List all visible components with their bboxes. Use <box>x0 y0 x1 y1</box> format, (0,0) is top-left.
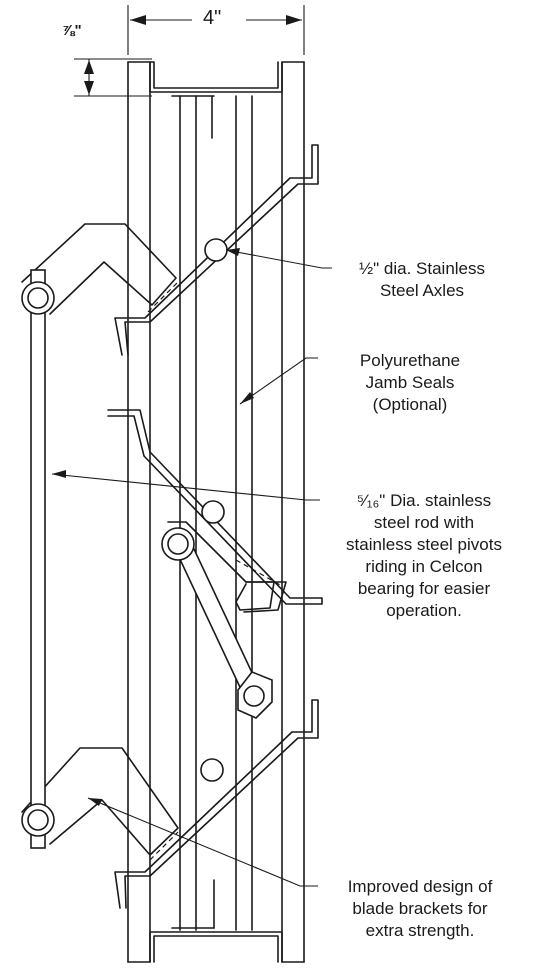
callout-brackets: Improved design of blade brackets for ex… <box>330 876 510 942</box>
callout-axles-line-2: Steel Axles <box>379 281 465 300</box>
blade-1 <box>114 144 319 356</box>
lower-blade-bracket <box>21 747 179 861</box>
callout-rod: ⁵⁄₁₆" Dia. stainless steel rod with stai… <box>324 490 524 622</box>
callout-axles-line-1: ½" dia. Stainless <box>358 259 486 278</box>
upper-blade-bracket <box>21 223 179 315</box>
callout-rod-line-1: ⁵⁄₁₆" Dia. stainless <box>356 491 492 510</box>
stainless-rod <box>21 269 55 849</box>
blade-2 <box>107 409 323 605</box>
callout-rod-line-5: bearing for easier <box>357 579 491 598</box>
callout-jamb-seals: Polyurethane Jamb Seals (Optional) <box>330 350 490 416</box>
callout-rod-line-2: steel rod with <box>373 513 475 532</box>
callout-jamb-seals-line-1: Polyurethane <box>359 351 461 370</box>
link-arm <box>161 527 273 719</box>
callout-brackets-line-2: blade brackets for <box>352 899 488 918</box>
flange-dimension <box>74 58 152 97</box>
frame <box>127 61 305 963</box>
width-dimension-label: 4" <box>203 7 222 29</box>
width-dimension <box>127 5 305 55</box>
callout-axles: ½" dia. Stainless Steel Axles <box>332 258 512 302</box>
callout-jamb-seals-line-2: Jamb Seals <box>365 373 455 392</box>
linkage-bracket <box>167 521 287 613</box>
callout-jamb-seals-line-3: (Optional) <box>372 395 448 414</box>
callout-brackets-line-3: extra strength. <box>365 921 475 940</box>
flange-dimension-label: ⅞" <box>62 22 82 39</box>
callout-rod-line-3: stainless steel pivots <box>346 535 502 554</box>
callout-rod-line-4: riding in Celcon <box>365 557 483 576</box>
blade-3 <box>114 699 319 909</box>
leaders <box>51 248 332 887</box>
callout-brackets-line-1: Improved design of <box>347 877 493 896</box>
callout-rod-line-6: operation. <box>386 601 462 620</box>
